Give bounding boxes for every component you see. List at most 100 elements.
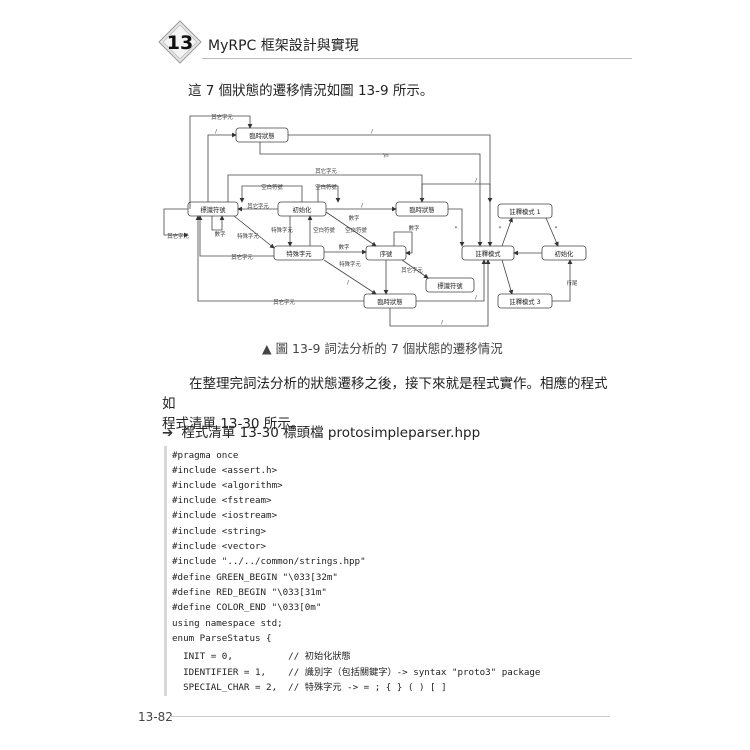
label-other-mid: 其它字元 xyxy=(315,167,337,175)
state-number: 序號 xyxy=(380,249,393,258)
code-line: SPECIAL_CHAR = 2, // 特殊字元 -> = ; { } ( )… xyxy=(172,682,447,693)
code-line: #include <iostream> xyxy=(172,510,278,521)
edge-number-identifier2 xyxy=(401,259,429,279)
code-line: #include <vector> xyxy=(172,541,267,552)
label-slash2: / xyxy=(371,129,373,135)
code-line: #include <fstream> xyxy=(172,495,272,506)
edge-special-temp-bottom xyxy=(323,259,377,295)
state-transition-diagram: 臨時狀態 標識符號 初始化 臨時狀態 特殊字元 序號 標識符號 臨時狀態 註釋模… xyxy=(163,113,587,327)
label-slash-mid: / xyxy=(361,203,363,209)
label-special-b: 特殊字元 xyxy=(271,226,293,234)
state-init: 初始化 xyxy=(293,205,313,214)
state-comment-mode: 註釋模式 xyxy=(475,249,501,258)
page-number: 13-82 xyxy=(138,710,173,724)
state-comment-mode1: 註釋模式 1 xyxy=(509,207,540,216)
edge-temp-top-comment xyxy=(288,134,493,247)
edge-special-a xyxy=(233,215,275,249)
label-digit-left: 數字 xyxy=(215,230,226,238)
footer-divider xyxy=(170,716,610,717)
chapter-badge-icon: 13 xyxy=(158,20,202,64)
edge-space2 xyxy=(317,185,341,203)
code-line: #include <assert.h> xyxy=(172,465,278,476)
label-slash-mid2: / xyxy=(475,178,477,184)
label-slash1: / xyxy=(215,129,217,135)
label-star-c: * xyxy=(555,226,558,232)
code-line: #define RED_BEGIN "\033[31m" xyxy=(172,587,327,598)
intro-text: 這 7 個狀態的遷移情況如圖 13-9 所示。 xyxy=(188,83,434,99)
label-star-b: * xyxy=(499,226,502,232)
edge-digit-mid xyxy=(325,211,377,247)
state-temp-mid: 臨時狀態 xyxy=(409,205,434,214)
label-slash-d: / xyxy=(441,320,443,326)
edge-temp-mid-comment xyxy=(448,208,465,247)
code-block: #pragma once #include <assert.h> #includ… xyxy=(164,446,617,696)
label-star-a: * xyxy=(455,226,458,232)
code-line: #pragma once xyxy=(172,450,239,461)
paragraph-line-2: 程式清單 13-30 所示。 xyxy=(162,416,305,432)
edge-other-bottom xyxy=(195,215,364,302)
edge-mode3-newline xyxy=(552,259,573,302)
label-newline: 行尾 xyxy=(567,279,578,287)
label-digit-mid: 數字 xyxy=(349,214,360,222)
edge-other-spec xyxy=(197,215,274,257)
code-line: IDENTIFIER = 1, // 識別字（包括關鍵字）-> syntax "… xyxy=(172,667,541,678)
code-line: enum ParseStatus { xyxy=(172,633,272,644)
figure-caption: ▲ 圖 13-9 詞法分析的 7 個狀態的遷移情況 xyxy=(262,341,503,356)
label-space2: 空白符號 xyxy=(315,183,337,191)
label-space1: 空白符號 xyxy=(261,183,283,191)
label-other-spec: 其它字元 xyxy=(231,253,253,261)
label-space4: 空白符號 xyxy=(345,226,367,234)
state-identifier2: 標識符號 xyxy=(437,281,463,290)
label-special-c: 特殊字元 xyxy=(339,260,361,268)
edge-other-left xyxy=(163,208,189,238)
label-nl-top: \n xyxy=(383,153,388,159)
edge-digit-left xyxy=(211,215,225,231)
edge-mode1-to-init xyxy=(545,217,559,247)
state-identifier: 標識符號 xyxy=(200,205,226,214)
label-digit-num: 數字 xyxy=(339,243,350,251)
state-box-special xyxy=(273,245,325,261)
chapter-title: MyRPC 框架設計與實現 xyxy=(208,38,359,54)
label-special-a: 特殊字元 xyxy=(237,232,259,240)
label-other-ident: 其它字元 xyxy=(247,202,269,210)
state-comment-mode3: 註釋模式 3 xyxy=(509,297,540,306)
listing-title: ➔ 程式清單 13-30 標頭檔 protosimpleparser.hpp xyxy=(162,421,480,441)
state-box-comment-mode1 xyxy=(497,203,553,219)
label-other-left: 其它字元 xyxy=(167,232,189,240)
code-line: #include <string> xyxy=(172,526,267,537)
paragraph-line-1: 在整理完詞法分析的狀態遷移之後，接下來就是程式實作。相應的程式如 xyxy=(162,376,608,412)
code-line: #include "../../common/strings.hpp" xyxy=(172,556,366,567)
code-line: #define GREEN_BEGIN "\033[32m" xyxy=(172,572,338,583)
code-line: #include <algorithm> xyxy=(172,480,283,491)
label-other-top: 其它字元 xyxy=(211,113,233,121)
edge-temp-bottom-comment xyxy=(416,259,487,302)
code-line: using namespace std; xyxy=(172,618,283,629)
edge-digit-loop xyxy=(393,231,413,256)
state-comment-init: 初始化 xyxy=(555,249,575,258)
listing-title-text: 程式清單 13-30 標頭檔 protosimpleparser.hpp xyxy=(181,425,481,441)
body-paragraph: 在整理完詞法分析的狀態遷移之後，接下來就是程式實作。相應的程式如 程式清單 13… xyxy=(162,374,612,434)
code-line: #define COLOR_END "\033[0m" xyxy=(172,602,322,613)
edge-temp-bottom-nl xyxy=(389,259,491,327)
arrow-right-icon: ➔ xyxy=(162,425,174,441)
edge-comment-to-mode3 xyxy=(501,259,514,295)
state-temp-bottom: 臨時狀態 xyxy=(377,297,402,306)
edge-temp-mid-up xyxy=(421,183,493,203)
label-slash-c: / xyxy=(475,295,477,301)
edge-temp-top-nl xyxy=(259,142,483,247)
label-other-num: 其它字元 xyxy=(401,266,423,274)
label-slash-bottom: / xyxy=(347,280,349,286)
header-divider xyxy=(202,58,632,59)
edge-other-top xyxy=(189,115,253,209)
state-special: 特殊字元 xyxy=(286,249,312,258)
label-space3: 空白符號 xyxy=(313,226,335,234)
chapter-number: 13 xyxy=(167,32,193,54)
state-temp-top: 臨時狀態 xyxy=(249,131,274,140)
edge-space1 xyxy=(239,185,303,203)
chapter-header: 13 MyRPC 框架設計與實現 xyxy=(150,18,632,72)
label-digit-loop: 數字 xyxy=(409,224,420,232)
code-line: INIT = 0, // 初始化狀態 xyxy=(172,651,351,662)
edge-comment-to-mode1 xyxy=(501,217,513,247)
edge-slash-top xyxy=(207,132,237,202)
state-box-identifier2 xyxy=(425,277,475,293)
